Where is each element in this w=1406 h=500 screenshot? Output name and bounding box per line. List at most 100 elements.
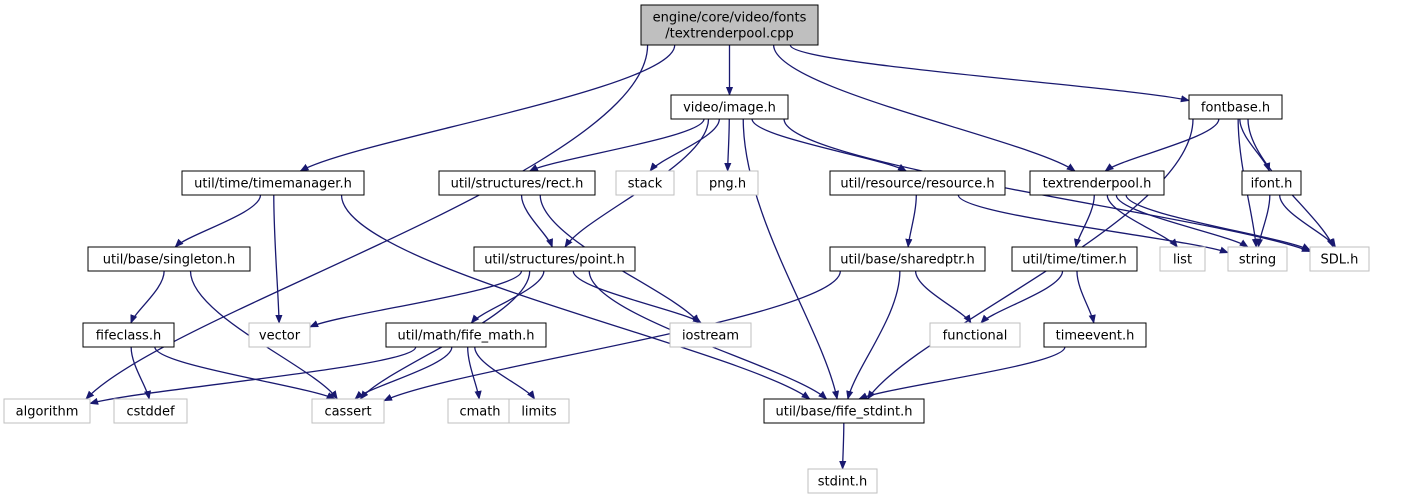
node-list: list	[1159, 246, 1206, 272]
node-stack: stack	[615, 170, 675, 196]
node-box-limits	[508, 398, 570, 424]
node-box-functional	[929, 322, 1021, 348]
node-timeevent[interactable]: timeevent.h	[1043, 322, 1147, 348]
node-label-fifemath: util/math/fife_math.h	[398, 329, 535, 344]
edge-image-to-rect	[528, 118, 705, 172]
node-label-timeevent: timeevent.h	[1056, 329, 1135, 344]
node-resource[interactable]: util/resource/resource.h	[829, 170, 1006, 196]
node-timer[interactable]: util/time/timer.h	[1011, 246, 1138, 272]
edge-timemanager-to-vector	[273, 194, 283, 324]
edge-singleton-to-fifeclass	[130, 270, 165, 324]
node-root[interactable]: engine/core/video/fonts/textrenderpool.c…	[640, 4, 819, 46]
edge-point-to-fifemath	[470, 270, 545, 324]
node-label-sharedptr: util/base/sharedptr.h	[840, 253, 974, 268]
node-label-root-line-1: engine/core/video/fonts	[653, 11, 807, 26]
edge-fifemath-to-cassert	[354, 346, 453, 400]
edge-point-to-vector	[309, 270, 523, 328]
node-label-stdint: stdint.h	[818, 475, 867, 490]
node-iostream: iostream	[669, 322, 752, 348]
node-box-root	[640, 4, 819, 46]
edge-timemanager-to-singleton	[174, 194, 262, 248]
node-cassert: cassert	[311, 398, 385, 424]
node-algorithm: algorithm	[3, 398, 91, 424]
node-box-image	[670, 94, 789, 120]
node-box-timemanager	[181, 170, 365, 196]
node-ifont[interactable]: ifont.h	[1241, 170, 1302, 196]
node-box-algorithm	[3, 398, 91, 424]
edge-fifemath-to-algorithm	[89, 346, 417, 405]
node-box-list	[1159, 246, 1206, 272]
node-singleton[interactable]: util/base/singleton.h	[87, 246, 251, 272]
edge-textrenderpool-to-sdl	[1125, 194, 1311, 251]
edge-fifemath-to-cmath	[467, 346, 482, 400]
node-label-vector: vector	[259, 329, 301, 344]
node-label-image: video/image.h	[683, 101, 776, 116]
node-png: png.h	[696, 170, 759, 196]
edge-timeevent-to-fifestdint	[858, 346, 1066, 400]
node-box-cassert	[311, 398, 385, 424]
node-limits: limits	[508, 398, 570, 424]
node-label-stack: stack	[628, 177, 663, 192]
node-image[interactable]: video/image.h	[670, 94, 789, 120]
node-textrenderpool[interactable]: textrenderpool.h	[1029, 170, 1165, 196]
node-label-cassert: cassert	[324, 405, 371, 420]
node-box-timeevent	[1043, 322, 1147, 348]
edge-image-to-png	[724, 118, 732, 172]
edge-image-to-sdl	[783, 118, 1311, 253]
node-functional: functional	[929, 322, 1021, 348]
node-rect[interactable]: util/structures/rect.h	[438, 170, 596, 196]
node-box-resource	[829, 170, 1006, 196]
node-box-point	[473, 246, 636, 272]
edge-fifestdint-to-stdint	[839, 422, 847, 470]
node-box-ifont	[1241, 170, 1302, 196]
node-box-png	[696, 170, 759, 196]
node-sharedptr[interactable]: util/base/sharedptr.h	[829, 246, 986, 272]
node-fontbase[interactable]: fontbase.h	[1188, 94, 1283, 120]
edge-fontbase-to-ifont	[1239, 118, 1271, 172]
edge-fifeclass-to-cstddef	[130, 346, 152, 400]
edge-rect-to-point	[520, 194, 553, 248]
node-fifemath[interactable]: util/math/fife_math.h	[385, 322, 547, 348]
edge-sharedptr-to-functional	[914, 270, 972, 324]
edge-resource-to-sharedptr	[905, 194, 917, 248]
node-vector: vector	[248, 322, 311, 348]
node-label-timer: util/time/timer.h	[1022, 253, 1127, 268]
node-fifestdint[interactable]: util/base/fife_stdint.h	[763, 398, 925, 424]
node-fifeclass[interactable]: fifeclass.h	[82, 322, 175, 348]
node-stdint: stdint.h	[807, 468, 878, 494]
node-label-fontbase: fontbase.h	[1201, 101, 1270, 116]
edge-fifeclass-to-cassert	[154, 346, 336, 400]
node-label-root-line-2: /textrenderpool.cpp	[665, 27, 793, 42]
node-label-cstddef: cstddef	[126, 405, 175, 420]
node-label-iostream: iostream	[682, 329, 739, 344]
node-box-stack	[615, 170, 675, 196]
node-box-fontbase	[1188, 94, 1283, 120]
node-point[interactable]: util/structures/point.h	[473, 246, 636, 272]
edge-timemanager-to-fifestdint	[340, 194, 811, 400]
edge-sharedptr-to-fifestdint	[846, 270, 901, 400]
edge-root-to-timemanager	[299, 44, 676, 172]
node-label-sdl: SDL.h	[1321, 253, 1359, 268]
node-label-resource: util/resource/resource.h	[840, 177, 994, 192]
node-label-string: string	[1239, 253, 1276, 268]
node-box-timer	[1011, 246, 1138, 272]
node-box-sdl	[1309, 246, 1370, 272]
edge-fontbase-to-textrenderpool	[1104, 118, 1220, 172]
node-cstddef: cstddef	[113, 398, 188, 424]
edge-root-to-algorithm	[85, 44, 649, 400]
edge-root-to-textrenderpool	[772, 44, 1076, 172]
node-box-cstddef	[113, 398, 188, 424]
node-label-png: png.h	[709, 177, 746, 192]
node-box-sharedptr	[829, 246, 986, 272]
edge-textrenderpool-to-list	[1106, 194, 1178, 248]
node-box-fifeclass	[82, 322, 175, 348]
edge-textrenderpool-to-string	[1115, 194, 1249, 248]
edge-root-to-fontbase	[789, 44, 1190, 103]
node-label-algorithm: algorithm	[16, 405, 79, 420]
edge-fifemath-to-limits	[474, 346, 536, 400]
node-label-fifeclass: fifeclass.h	[96, 329, 161, 344]
node-label-fifestdint: util/base/fife_stdint.h	[775, 405, 912, 420]
node-timemanager[interactable]: util/time/timemanager.h	[181, 170, 365, 196]
edge-point-to-iostream	[572, 270, 702, 324]
